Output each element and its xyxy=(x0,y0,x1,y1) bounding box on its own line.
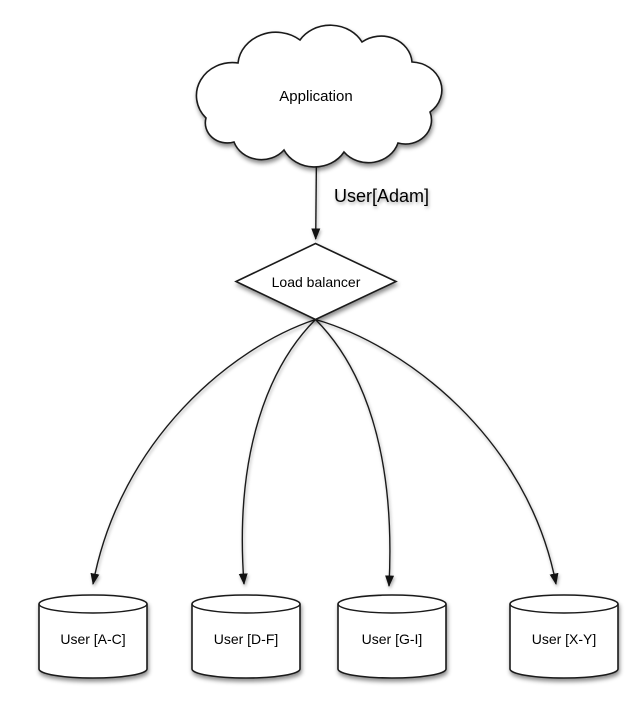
cylinder-shape xyxy=(337,594,447,679)
cylinder-rim xyxy=(191,603,301,614)
cylinder-rim xyxy=(509,603,619,614)
db-node-user-a-c: User [A-C] xyxy=(38,594,148,679)
edge-to-user-d-f xyxy=(238,319,316,585)
diamond-shape xyxy=(234,242,398,321)
edge-label-request: User[Adam] xyxy=(334,186,429,206)
load-balancer-label: Load balancer xyxy=(272,274,361,290)
cylinder-shape xyxy=(509,594,619,679)
cylinder-rim xyxy=(38,603,148,614)
cloud-shape xyxy=(195,24,443,168)
db-label-user-x-y: User [X-Y] xyxy=(532,631,597,647)
edge-to-user-x-y xyxy=(315,318,559,585)
edges-loadbalancer-to-databases xyxy=(90,318,559,587)
edge-to-user-g-i xyxy=(315,319,395,587)
application-cloud-node: Application xyxy=(195,24,443,168)
cylinder-shape xyxy=(38,594,148,679)
db-label-user-a-c: User [A-C] xyxy=(60,631,125,647)
load-balancer-node: Load balancer xyxy=(234,242,398,321)
cylinder-shape xyxy=(191,594,301,679)
application-label: Application xyxy=(279,88,352,105)
cylinder-rim xyxy=(337,603,447,614)
edge-app-to-loadbalancer: User[Adam] xyxy=(311,150,429,240)
db-label-user-g-i: User [G-I] xyxy=(362,631,423,647)
edge-to-user-a-c xyxy=(90,318,316,585)
db-node-user-x-y: User [X-Y] xyxy=(509,594,619,679)
db-label-user-d-f: User [D-F] xyxy=(214,631,279,647)
db-node-user-g-i: User [G-I] xyxy=(337,594,447,679)
db-node-user-d-f: User [D-F] xyxy=(191,594,301,679)
